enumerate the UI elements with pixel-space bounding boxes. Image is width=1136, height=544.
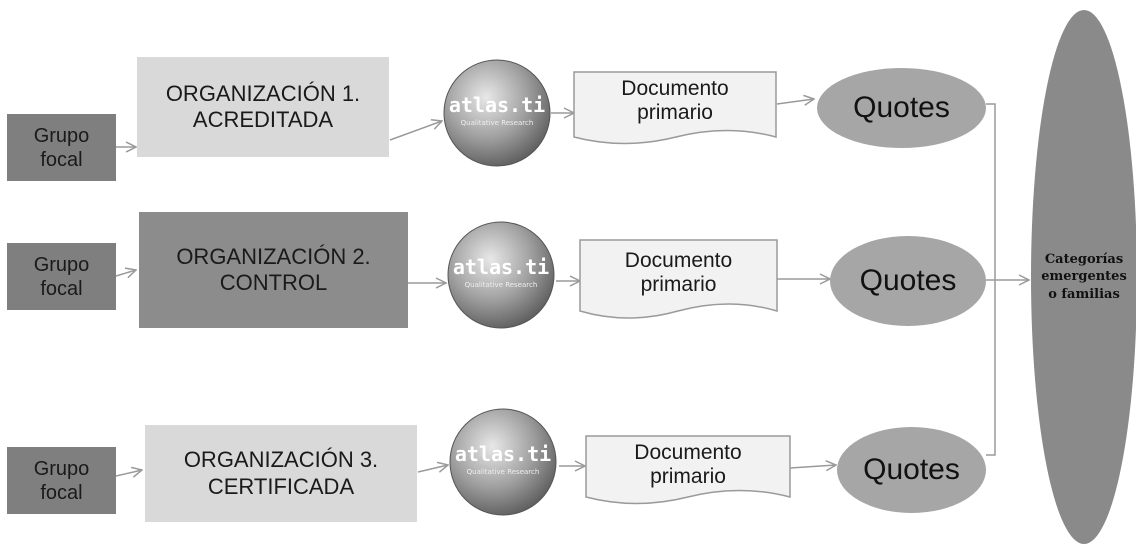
grupo-focal-label-3: Grupo focal — [33, 457, 90, 504]
atlas-ti-logo-icon-2: atlas.ti Qualitative Research — [447, 221, 555, 329]
document-shape-3 — [585, 435, 791, 505]
organizacion-box-3: ORGANIZACIÓN 3. CERTIFICADA — [145, 425, 417, 522]
svg-text:Qualitative Research: Qualitative Research — [467, 468, 540, 476]
grupo-focal-box-1: Grupo focal — [7, 114, 116, 181]
quotes-ellipse-3: Quotes — [837, 427, 986, 513]
grupo-focal-box-3: Grupo focal — [7, 447, 116, 514]
documento-label-3: Documento primario — [634, 440, 742, 488]
arrow-doc-quotes-1 — [776, 99, 814, 104]
categorias-ellipse: Categorías emergentes o familias — [1031, 10, 1136, 544]
atlas-ti-logo-icon-3: atlas.ti Qualitative Research — [449, 408, 557, 516]
arrow-org-logo-1 — [389, 121, 442, 141]
quotes-label-1: Quotes — [853, 91, 950, 124]
grupo-focal-label-2: Grupo focal — [33, 253, 90, 300]
organizacion-label-2: ORGANIZACIÓN 2. CONTROL — [176, 243, 371, 295]
grupo-focal-label-1: Grupo focal — [33, 124, 90, 171]
svg-text:Qualitative Research: Qualitative Research — [465, 281, 538, 289]
svg-text:atlas.ti: atlas.ti — [453, 255, 549, 279]
grupo-focal-box-2: Grupo focal — [7, 243, 116, 310]
document-shape-2 — [579, 239, 778, 319]
arrow-grupo-org-3 — [115, 470, 142, 476]
svg-text:Qualitative Research: Qualitative Research — [461, 119, 534, 127]
documento-label-1: Documento primario — [621, 76, 729, 124]
quotes-label-2: Quotes — [859, 264, 957, 297]
arrow-doc-quotes-3 — [789, 465, 836, 468]
connector-quotes-3 — [986, 280, 996, 456]
organizacion-label-3: ORGANIZACIÓN 3. CERTIFICADA — [183, 447, 379, 499]
categorias-label: Categorías emergentes o familias — [1041, 251, 1127, 302]
documento-label-2: Documento primario — [624, 248, 733, 296]
quotes-ellipse-1: Quotes — [817, 68, 986, 148]
atlas-ti-logo-icon-1: atlas.ti Qualitative Research — [443, 59, 551, 167]
organizacion-label-1: ORGANIZACIÓN 1. ACREDITADA — [165, 80, 361, 132]
organizacion-box-2: ORGANIZACIÓN 2. CONTROL — [139, 212, 408, 328]
arrow-grupo-org-2 — [115, 270, 136, 276]
quotes-ellipse-2: Quotes — [830, 236, 986, 326]
svg-text:atlas.ti: atlas.ti — [449, 93, 545, 117]
quotes-label-3: Quotes — [863, 453, 960, 486]
arrow-org-logo-3 — [417, 465, 448, 473]
connector-quotes-1 — [986, 103, 996, 280]
organizacion-box-1: ORGANIZACIÓN 1. ACREDITADA — [137, 57, 389, 157]
document-shape-1 — [573, 71, 777, 145]
svg-text:atlas.ti: atlas.ti — [455, 442, 551, 466]
